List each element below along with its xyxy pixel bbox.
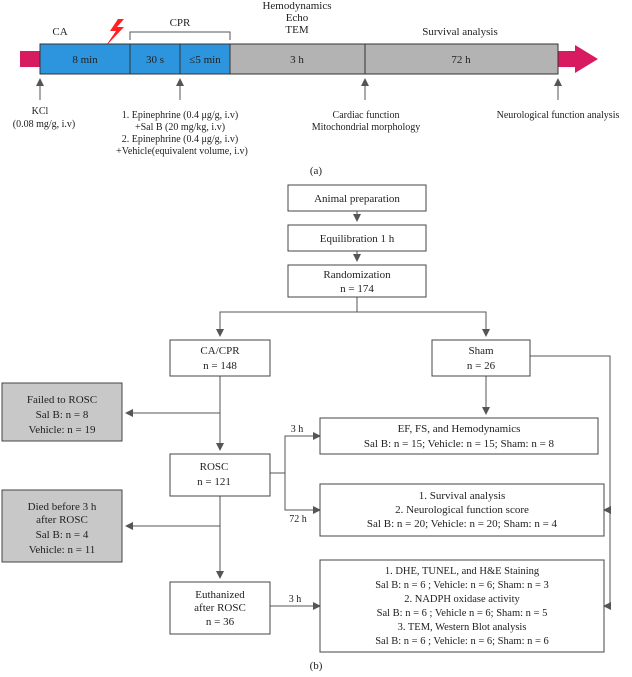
phase-hemodynamics-label: Hemodynamics	[262, 0, 331, 12]
segment-8min-label: 8 min	[72, 54, 98, 66]
died-title-2: after ROSC	[36, 514, 88, 526]
drug-note-4: +Vehicle(equivalent volume, i.v)	[116, 146, 248, 157]
cacpr-box: CA/CPR n = 148	[169, 339, 271, 377]
segment-3h-label: 3 h	[290, 54, 304, 66]
failed-rosc-title: Failed to ROSC	[27, 394, 97, 406]
timeline-panel: CA CPR Hemodynamics Echo TEM Survival an…	[13, 0, 620, 177]
euthanized-title-1: Euthanized	[195, 589, 245, 601]
drug-note-3: 2. Epinephrine (0.4 μg/g, i.v)	[122, 134, 238, 145]
ef-fs-counts: Sal B: n = 15; Vehicle: n = 15; Sham: n …	[364, 438, 555, 450]
died-title-1: Died before 3 h	[28, 501, 97, 513]
panel-b-label: (b)	[310, 660, 323, 672]
segment-5min-label: ≤5 min	[189, 54, 221, 66]
died-vehicle: Vehicle: n = 11	[29, 544, 96, 556]
arrow-sham-dhe	[530, 355, 611, 610]
arrow-rosc-ef	[270, 432, 321, 474]
cacpr-n: n = 148	[203, 360, 237, 372]
timeline-arrow-tail	[20, 51, 40, 67]
mitochondrial-note: Mitochondrial morphology	[312, 122, 421, 133]
cardiac-note: Cardiac function	[333, 110, 400, 121]
cacpr-title: CA/CPR	[200, 345, 240, 357]
failed-rosc-salb: Sal B: n = 8	[36, 409, 89, 421]
phase-survival-label: Survival analysis	[422, 26, 497, 38]
died-salb: Sal B: n = 4	[36, 529, 89, 541]
phase-cpr-label: CPR	[170, 17, 191, 29]
segment-8min	[39, 43, 131, 75]
euthanized-title-2: after ROSC	[194, 602, 246, 614]
segment-30s	[129, 43, 181, 75]
dhe-counts-2: Sal B: n = 6 ; Vehicle n = 6; Sham: n = …	[377, 608, 548, 619]
randomization-title: Randomization	[323, 269, 391, 281]
animal-preparation-box: Animal preparation	[287, 184, 427, 212]
drug-note-1: 1. Epinephrine (0.4 μg/g, i.v)	[122, 110, 238, 121]
segment-72h	[364, 43, 559, 75]
segment-72h-label: 72 h	[451, 54, 471, 66]
survival-title-2: 2. Neurological function score	[395, 504, 529, 516]
equilibration-box: Equilibration 1 h	[287, 224, 427, 252]
failed-rosc-vehicle: Vehicle: n = 19	[29, 424, 96, 436]
failed-rosc-box: Failed to ROSC Sal B: n = 8 Vehicle: n =…	[1, 382, 123, 442]
sham-n: n = 26	[467, 360, 496, 372]
phase-ca-label: CA	[52, 26, 67, 38]
sham-title: Sham	[468, 345, 494, 357]
kcl-dose-note: (0.08 mg/g, i.v)	[13, 119, 76, 130]
randomization-n: n = 174	[340, 283, 374, 295]
rosc-title: ROSC	[200, 461, 229, 473]
cpr-bracket	[129, 31, 231, 40]
randomization-box: Randomization n = 174	[287, 264, 427, 298]
arrow-rand-cacpr	[216, 297, 358, 337]
drug-note-2: +Sal B (20 mg/kg, i.v)	[135, 122, 225, 133]
timeline-arrow-head	[558, 45, 598, 73]
died-before-3h-box: Died before 3 h after ROSC Sal B: n = 4 …	[1, 489, 123, 563]
equilibration-text: Equilibration 1 h	[320, 233, 395, 245]
arrow-rand-sham	[357, 311, 490, 337]
rosc-n: n = 121	[197, 476, 231, 488]
survival-counts: Sal B: n = 20; Vehicle: n = 20; Sham: n …	[367, 518, 558, 530]
label-3h-ef: 3 h	[291, 424, 304, 435]
dhe-counts-1: Sal B: n = 6 ; Vehicle: n = 6; Sham: n =…	[375, 580, 549, 591]
dhe-title-1: 1. DHE, TUNEL, and H&E Staining	[385, 566, 540, 577]
ef-fs-box: EF, FS, and Hemodynamics Sal B: n = 15; …	[319, 417, 599, 455]
segment-30s-label: 30 s	[146, 54, 164, 66]
flowchart-panel: 3 h 72 h 3 h Animal preparation Equilibr…	[1, 184, 611, 672]
label-72h-surv: 72 h	[289, 514, 307, 525]
label-3h-dhe: 3 h	[289, 594, 302, 605]
panel-a-label: (a)	[310, 165, 323, 177]
dhe-box: 1. DHE, TUNEL, and H&E Staining Sal B: n…	[319, 559, 605, 653]
animal-preparation-text: Animal preparation	[314, 193, 400, 205]
phase-echo-label: Echo	[286, 12, 309, 24]
lightning-bolt-icon	[105, 19, 124, 47]
euthanized-box: Euthanized after ROSC n = 36	[169, 581, 271, 635]
dhe-title-3: 3. TEM, Western Blot analysis	[398, 622, 527, 633]
survival-box: 1. Survival analysis 2. Neurological fun…	[319, 483, 605, 537]
arrow-rosc-surv	[284, 473, 321, 514]
dhe-title-2: 2. NADPH oxidase activity	[404, 594, 520, 605]
neuro-note: Neurological function analysis	[497, 110, 620, 121]
phase-tem-label: TEM	[285, 24, 308, 36]
survival-title-1: 1. Survival analysis	[419, 490, 505, 502]
euthanized-n: n = 36	[206, 616, 235, 628]
rosc-box: ROSC n = 121	[169, 453, 271, 497]
kcl-note: KCl	[32, 106, 49, 117]
sham-box: Sham n = 26	[431, 339, 531, 377]
dhe-counts-3: Sal B: n = 6 ; Vehicle: n = 6; Sham: n =…	[375, 636, 549, 647]
ef-fs-title: EF, FS, and Hemodynamics	[398, 423, 521, 435]
segment-5min	[179, 43, 231, 75]
